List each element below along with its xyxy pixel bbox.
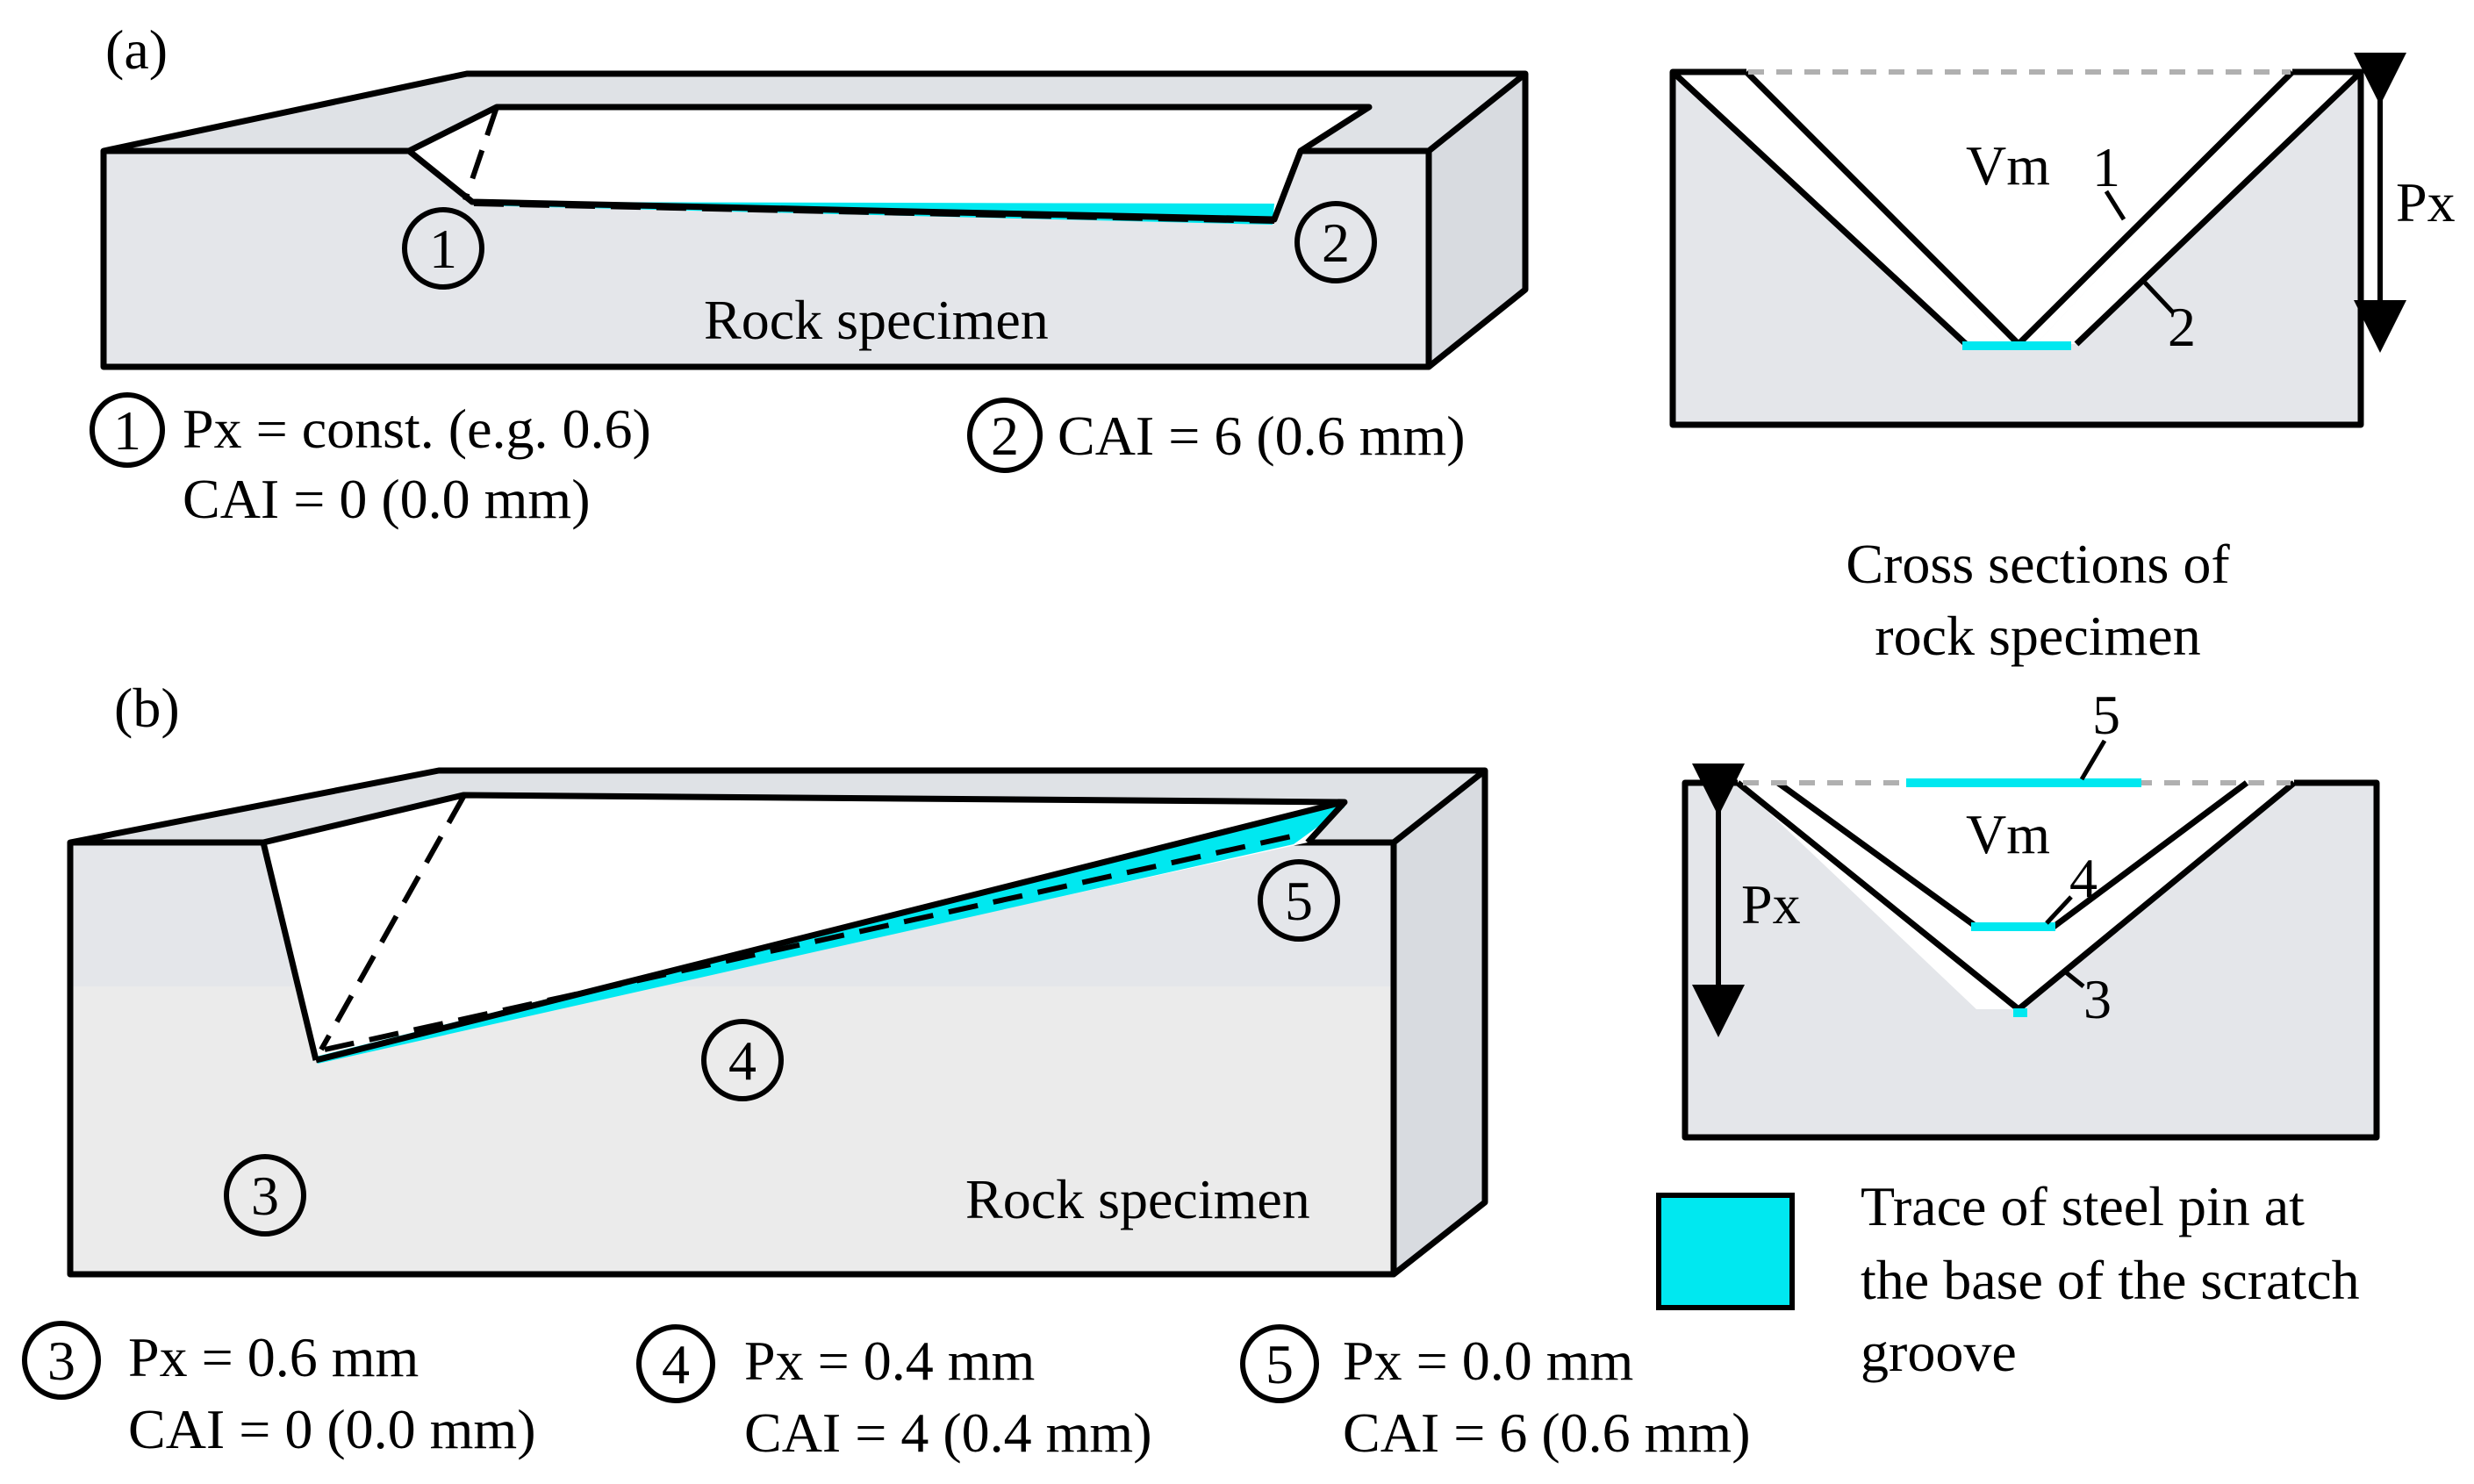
section-b-px: Px xyxy=(1741,873,1801,936)
section-a-number-2: 2 xyxy=(2168,296,2196,358)
panel-b-marker-4-circle xyxy=(701,1019,784,1101)
section-b-outer-left xyxy=(1735,780,2021,1012)
panel-b-groove-hidden-bottom xyxy=(324,833,1296,1052)
panel-b-block-edge xyxy=(1391,768,1488,845)
section-a-leader-2 xyxy=(2143,281,2175,314)
section-b-outer-right xyxy=(2016,780,2297,1012)
caption-5-line2: CAI = 6 (0.6 mm) xyxy=(1343,1402,1751,1464)
panel-a-groove-opening xyxy=(409,107,1369,151)
panel-b-label: (b) xyxy=(114,677,180,739)
panel-a-cross-section: Vm 1 2 Px xyxy=(1669,53,2456,428)
caption-4-line1: Px = 0.4 mm xyxy=(744,1330,1035,1392)
section-b-leader-5 xyxy=(2079,739,2107,781)
legend-line2: the base of the scratch xyxy=(1861,1249,2360,1311)
legend-line3: groove xyxy=(1861,1321,2017,1383)
panel-b-marker-3-circle xyxy=(224,1154,306,1237)
panel-b-marker-4: 4 xyxy=(728,1029,757,1092)
section-a-inner-right xyxy=(2016,69,2295,347)
panel-b-marker-5-circle xyxy=(1258,859,1340,942)
caption-5-circle xyxy=(1240,1324,1319,1403)
panel-b: (b) Rock specimen 5 4 3 xyxy=(22,677,2380,1464)
caption-5-line1: Px = 0.0 mm xyxy=(1343,1330,1633,1392)
panel-b-groove xyxy=(260,792,1348,1064)
section-a-inner-left xyxy=(1744,69,2021,347)
section-a-vm: Vm xyxy=(1966,134,2050,197)
cross-section-title-line1: Cross sections of xyxy=(1846,533,2230,595)
caption-1-number: 1 xyxy=(113,399,141,462)
panel-a-groove-hidden-bottom xyxy=(473,201,1275,224)
legend-line1: Trace of steel pin at xyxy=(1861,1175,2305,1237)
section-b-number-4: 4 xyxy=(2069,847,2098,909)
caption-3-number: 3 xyxy=(47,1330,75,1392)
section-a-number-1: 1 xyxy=(2092,136,2120,198)
section-b-leader-3 xyxy=(2064,971,2085,988)
panel-b-specimen-label: Rock specimen xyxy=(965,1168,1310,1230)
panel-b-marker-5: 5 xyxy=(1285,870,1313,932)
panel-b-block-side xyxy=(1394,771,1485,1274)
caption-5-number: 5 xyxy=(1266,1333,1294,1395)
panel-b-groove-opening xyxy=(263,795,1345,842)
panel-a-marker-2: 2 xyxy=(1322,211,1350,274)
section-a-layer-left xyxy=(1673,72,2003,344)
caption-2-circle xyxy=(967,398,1043,473)
panel-a-groove-hidden-edge xyxy=(463,106,499,201)
section-b-body xyxy=(1685,783,2377,1137)
panel-a-marker-1: 1 xyxy=(429,218,457,280)
cross-section-title-line2: rock specimen xyxy=(1875,605,2200,667)
caption-3-circle xyxy=(22,1321,101,1400)
section-b-vm: Vm xyxy=(1966,803,2050,865)
panel-b-groove-left-edge xyxy=(260,842,319,1061)
caption-3-line1: Px = 0.6 mm xyxy=(128,1326,419,1388)
caption-1-line1: Px = const. (e.g. 0.6) xyxy=(183,398,651,460)
panel-a: (a) Rock specimen 1 2 1 Px = const. (e.g… xyxy=(90,18,2456,530)
panel-a-label: (a) xyxy=(105,18,168,81)
legend-swatch xyxy=(1656,1193,1795,1310)
section-a-body xyxy=(1673,72,2361,425)
panel-a-block-edge xyxy=(1426,71,1528,154)
panel-a-groove xyxy=(406,104,1373,225)
caption-3-line2: CAI = 0 (0.0 mm) xyxy=(128,1398,536,1460)
section-a-px: Px xyxy=(2396,171,2456,233)
caption-2-number: 2 xyxy=(991,405,1019,467)
caption-4-circle xyxy=(636,1324,715,1403)
section-a-outer-right xyxy=(2074,69,2363,347)
section-b-inner-right xyxy=(2051,780,2249,929)
section-a-outline xyxy=(1669,68,2364,428)
caption-1-line2: CAI = 0 (0.0 mm) xyxy=(183,468,591,530)
panel-b-groove-outline xyxy=(262,792,1348,846)
section-b-number-3: 3 xyxy=(2083,968,2112,1030)
caption-4-line2: CAI = 4 (0.4 mm) xyxy=(744,1402,1152,1464)
panel-a-specimen-label: Rock specimen xyxy=(704,289,1049,351)
panel-b-cross-section: Vm 5 4 3 Px xyxy=(1682,684,2380,1141)
section-a-outer-left xyxy=(1670,69,1968,347)
section-b-number-5: 5 xyxy=(2092,684,2120,746)
section-b-groove-band xyxy=(1738,783,2294,1009)
caption-2-line1: CAI = 6 (0.6 mm) xyxy=(1058,405,1466,467)
caption-4-number: 4 xyxy=(662,1333,690,1395)
section-b-inner-left xyxy=(1775,780,1979,929)
section-a-layer-right xyxy=(2036,72,2361,344)
panel-a-marker-1-circle xyxy=(402,207,484,290)
section-b-leader-4 xyxy=(2045,895,2073,925)
panel-b-marker-3: 3 xyxy=(251,1165,279,1227)
panel-b-block-front-lower xyxy=(70,986,1394,1274)
section-a-leader-1 xyxy=(2104,190,2126,221)
legend: Trace of steel pin at the base of the sc… xyxy=(1656,1175,2360,1383)
panel-b-groove-hidden-edge xyxy=(319,795,466,1051)
panel-b-groove-bottom-edge xyxy=(315,799,1344,1064)
panel-a-marker-2-circle xyxy=(1294,201,1377,283)
caption-1-circle xyxy=(90,392,165,468)
panel-a-block-side xyxy=(1429,74,1525,367)
